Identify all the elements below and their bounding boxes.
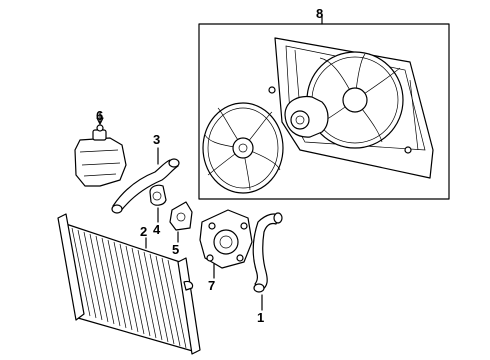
fan-assembly-group: 8: [198, 6, 450, 200]
upper-hose-group: 3: [111, 132, 180, 214]
callout-8: 8: [316, 6, 323, 21]
thermostat-group: 4: [149, 184, 167, 237]
coolant-reservoir-group: 6: [74, 108, 127, 187]
lower-hose-group: 1: [252, 212, 283, 325]
callout-1: 1: [257, 310, 264, 325]
callout-2: 2: [140, 224, 147, 239]
water-pump-group: 7: [199, 209, 253, 293]
callout-4: 4: [153, 222, 161, 237]
callout-7: 7: [208, 278, 215, 293]
callout-5: 5: [172, 242, 179, 257]
callout-6: 6: [96, 108, 103, 123]
fan-assembly-frame: [198, 23, 450, 200]
thermostat-housing-group: 5: [169, 201, 193, 257]
lower-hose: [252, 213, 281, 291]
thermostat-housing: [169, 201, 193, 231]
radiator-group: 2: [57, 213, 201, 355]
callout-3: 3: [153, 132, 160, 147]
coolant-reservoir: [74, 137, 127, 187]
thermostat: [149, 184, 167, 206]
radiator-left-tank: [57, 213, 85, 321]
